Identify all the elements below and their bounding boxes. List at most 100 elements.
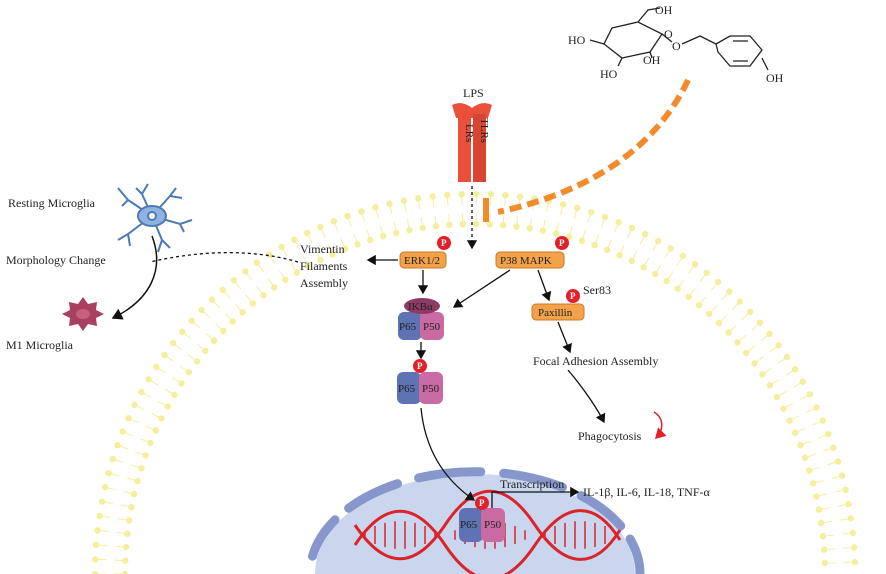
lipid-tail [728,324,737,333]
lipid-tail [120,504,132,508]
lipid-tail [710,281,719,291]
lipid-tail [406,219,410,231]
cell-membrane [91,190,858,574]
lipid-tail [99,515,111,518]
lipid-tail [793,381,804,388]
lipid-head [119,428,126,435]
lipid-tail [843,547,855,549]
lr-label: LRs [463,124,475,142]
lipid-tail [816,493,828,497]
lipid-head [845,500,852,508]
lipid-tail [502,214,505,226]
lipid-tail [542,219,546,231]
lipid-tail [654,264,662,275]
nuclear-envelope [308,467,645,574]
paxillin-label: Paxillin [538,307,573,319]
lipid-tail [587,212,592,223]
lipid-tail [222,289,231,299]
lipid-tail [804,453,816,459]
lipid-tail [196,343,206,352]
p38-to-paxillin-arrow [537,269,552,302]
lipid-head [91,570,99,574]
lipid-tail [631,250,638,262]
lipid-tail [340,238,346,250]
lipid-tail [785,368,796,376]
lipid-head [358,208,365,215]
lipid-tail [130,464,142,469]
lipid-tail [839,518,851,521]
lipid-tail [812,480,824,484]
lipid-tail [594,234,599,246]
p38-to-ikb-arrow [452,269,511,308]
lipid-tail [403,200,407,212]
transcription-arrow [491,486,580,508]
p38-phospho [555,236,569,250]
vimentin-label-2: Filaments [300,259,348,273]
nfkb-phospho [413,359,427,373]
lipid-tail [448,213,450,225]
p50-label-2: P50 [422,383,440,395]
lipid-head [806,391,814,398]
lipid-tail [112,458,124,463]
p38-label: P38 MAPK [500,255,552,267]
lipid-tail [806,406,817,413]
increase-arrow [653,411,667,440]
erk-phospho [437,236,451,250]
transcription-label: Transcription [500,477,564,491]
lipid-tail [306,232,313,244]
lipid-tail [600,216,606,228]
tlr-receptor [452,103,492,182]
ser83-label: Ser83 [583,283,611,297]
lipid-tail [319,226,326,238]
lipid-tail [643,257,650,268]
lipid-tail [794,427,806,434]
lipid-head [372,204,379,211]
focal-adhesion-label: Focal Adhesion Assembly [533,354,658,368]
lipid-tail [281,246,288,257]
lipid-tail [529,217,532,229]
lipid-tail [128,417,139,424]
lipid-tail [123,491,135,495]
microglia-transition-arrow [111,235,158,320]
lipid-tail [278,270,286,281]
lipid-head [825,430,832,438]
p65-label-2: P65 [398,383,416,395]
lipid-tail [181,331,192,340]
lipid-head [121,570,129,574]
cytokines-label: IL-1β, IL-6, IL-18, TNF-α [583,485,711,499]
tlr-label: TLRs [478,118,490,143]
paxillin-node [531,303,585,321]
lipid-tail [267,278,275,288]
lipid-tail [688,287,696,298]
lipid-tail [233,280,242,290]
compound-ho-left: HO [568,33,586,47]
lipid-tail [420,217,424,228]
lipid-tail [157,400,168,407]
lipid-tail [148,378,159,386]
compound-phenol-oh: OH [766,71,784,85]
lipid-tail [115,545,127,548]
lipid-tail [652,240,659,251]
erk-phospho-label: P [441,238,447,248]
nuclear-phospho [475,496,489,510]
erk-label: ERK1/2 [404,255,440,267]
lipid-tail [581,230,586,241]
compound-oh-top: OH [655,3,673,17]
lipid-tail [769,379,780,386]
lipid-tail [151,413,162,419]
lipid-tail [546,201,550,213]
lipid-tail [224,313,234,322]
lipid-tail [699,272,708,282]
nfkb-free [397,372,443,404]
paxillin-to-focal-arrow [557,321,572,354]
lipid-tail [817,433,829,439]
p38-phospho-label: P [559,238,565,248]
lipid-head [783,353,791,361]
lipid-tail [145,425,157,431]
lipid-tail [140,438,151,444]
paxillin-phospho-label: P [570,291,576,301]
envelope-segment [344,479,403,513]
lipid-tail [504,195,506,207]
